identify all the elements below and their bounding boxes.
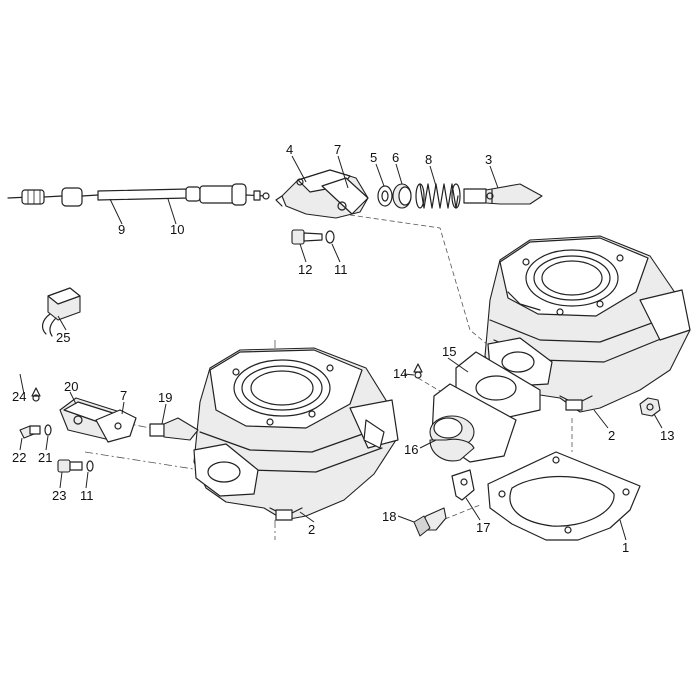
callout-4: 4 [286, 142, 293, 157]
base-gasket [487, 451, 641, 541]
valve-slide [463, 183, 543, 205]
clamp-bracket [451, 469, 475, 501]
screw-top [291, 229, 335, 245]
callout-20: 20 [64, 379, 78, 394]
callout-7-left: 7 [120, 388, 127, 403]
spring [415, 183, 461, 209]
callout-19: 19 [158, 390, 172, 405]
callout-3: 3 [485, 152, 492, 167]
cylinder-right [484, 235, 691, 413]
callout-12: 12 [298, 262, 312, 277]
callout-15: 15 [442, 344, 456, 359]
reed-flange [429, 383, 517, 463]
valve-body [275, 169, 369, 219]
callout-6: 6 [392, 150, 399, 165]
callout-24: 24 [12, 389, 26, 404]
callout-10: 10 [170, 222, 184, 237]
callout-22: 22 [12, 450, 26, 465]
callout-14: 14 [393, 366, 407, 381]
throttle-cable [7, 183, 270, 207]
callout-2-left: 2 [308, 522, 315, 537]
cylinder-left [193, 347, 399, 521]
drain-screw-small [413, 363, 423, 379]
screw-left-upper [19, 424, 52, 439]
washer [377, 185, 393, 207]
small-screw-24 [31, 387, 41, 402]
callout-25: 25 [56, 330, 70, 345]
callout-8: 8 [425, 152, 432, 167]
o-ring [392, 183, 412, 209]
callout-9: 9 [118, 222, 125, 237]
callout-11-left: 11 [80, 488, 94, 503]
callout-11: 11 [334, 262, 348, 277]
nut [639, 397, 661, 417]
callout-5: 5 [370, 150, 377, 165]
valve-plate-left [95, 409, 137, 443]
callout-23: 23 [52, 488, 66, 503]
screw-left-lower [57, 459, 94, 473]
electrical-connector [41, 287, 81, 337]
screw-bolt [413, 507, 447, 537]
callout-16: 16 [404, 442, 418, 457]
callout-2-right: 2 [608, 428, 615, 443]
callout-21: 21 [38, 450, 52, 465]
callout-labels: 4 7 5 6 8 3 9 10 12 11 25 15 14 16 17 18… [12, 142, 674, 555]
callout-7: 7 [334, 142, 341, 157]
valve-slide-left [149, 417, 199, 441]
callout-18: 18 [382, 509, 396, 524]
callout-13: 13 [660, 428, 674, 443]
callout-17: 17 [476, 520, 490, 535]
leader-lines [19, 155, 663, 541]
callout-1: 1 [622, 540, 629, 555]
